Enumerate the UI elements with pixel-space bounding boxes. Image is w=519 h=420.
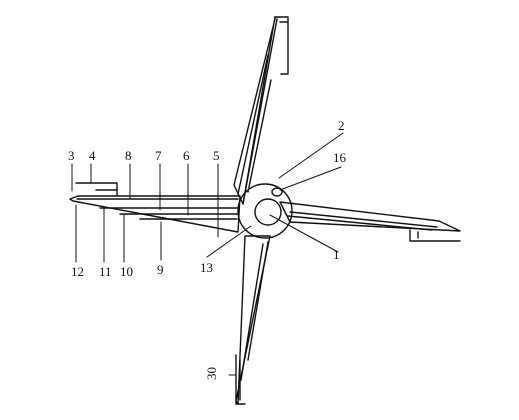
label-30: 30 <box>204 367 219 380</box>
label-6: 6 <box>183 148 190 163</box>
leader-lines <box>71 132 344 376</box>
hub-center-hole <box>254 198 282 226</box>
right-blade <box>279 201 461 242</box>
label-11: 11 <box>99 264 112 279</box>
hub-small-hole <box>271 187 283 197</box>
label-4: 4 <box>89 148 96 163</box>
lower-blade <box>235 235 271 405</box>
label-1: 1 <box>333 247 340 262</box>
label-13: 13 <box>200 260 213 275</box>
label-8: 8 <box>125 148 132 163</box>
hub <box>237 183 293 239</box>
label-7: 7 <box>155 148 162 163</box>
upper-blade <box>233 16 289 205</box>
label-5: 5 <box>213 148 220 163</box>
hub-outer-ring <box>237 183 293 239</box>
label-2: 2 <box>338 118 345 133</box>
label-12: 12 <box>71 264 84 279</box>
part-labels: 3 4 8 7 6 5 2 16 1 12 11 10 9 13 30 <box>68 118 347 380</box>
left-blade <box>69 182 241 233</box>
label-9: 9 <box>157 262 164 277</box>
label-16: 16 <box>333 150 347 165</box>
label-10: 10 <box>120 264 133 279</box>
label-3: 3 <box>68 148 75 163</box>
